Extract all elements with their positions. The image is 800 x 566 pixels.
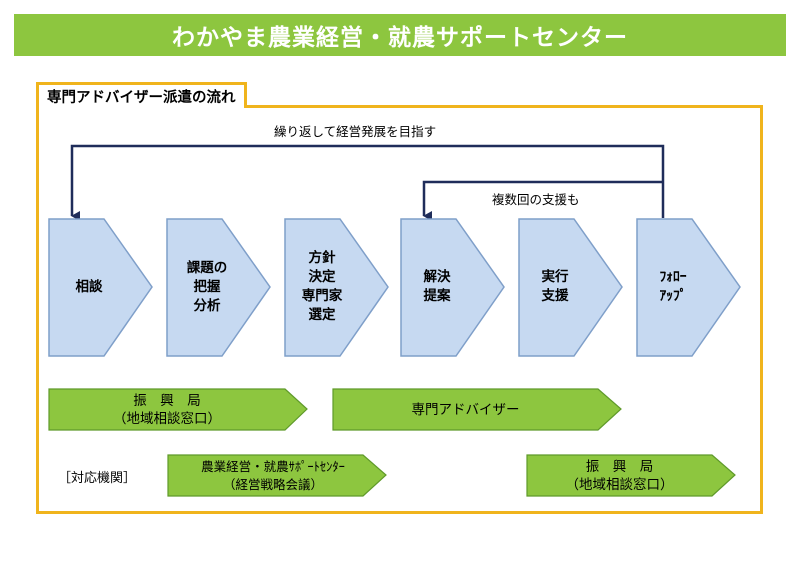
stage-chevron-analysis [166,218,271,357]
inner-loop-label: 複数回の支援も [492,192,580,207]
agency-text-advisor: 専門アドバイザー [411,402,520,418]
stage-chevron-followup [636,218,741,357]
stage-label-followup: ﾌｫﾛｰ ｱｯﾌﾟ [659,269,687,304]
agency-bar-promotion-office-1 [48,388,308,431]
stage-label-consult: 相談 [75,279,103,295]
stage-chevron-consult [48,218,153,357]
agency-text-promotion-office-1: 振 興 局 （地域相談窓口） [113,393,221,427]
agency-bar-support-center [167,454,387,497]
agency-bar-promotion-office-2 [526,454,736,497]
agency-bar-advisor [332,388,622,431]
stage-chevron-proposal [400,218,505,357]
outer-loop-label: 繰り返して経営発展を目指す [274,124,437,139]
agency-text-promotion-office-2: 振 興 局 （地域相談窓口） [565,459,674,493]
stage-label-policy: 方針 決定 専門家 選定 [301,250,343,323]
agency-section-label: ［対応機関］ [58,471,137,486]
stage-chevron-policy [284,218,389,357]
inner-loop-arrow [422,180,663,221]
agency-text-support-center: 農業経営・就農ｻﾎﾟｰﾄｾﾝﾀｰ （経営戦略会議） [201,459,345,492]
page-title: わかやま農業経営・就農サポートセンター [172,25,628,51]
stage-label-execution: 実行 支援 [541,269,569,304]
stage-label-proposal: 解決 提案 [423,269,451,304]
flow-frame [36,105,763,514]
flow-subtitle: 専門アドバイザー派遣の流れ [36,82,247,108]
stage-chevron-execution [518,218,623,357]
stage-label-analysis: 課題の 把握 分析 [186,260,228,314]
title-banner: わかやま農業経営・就農サポートセンター [14,14,786,56]
